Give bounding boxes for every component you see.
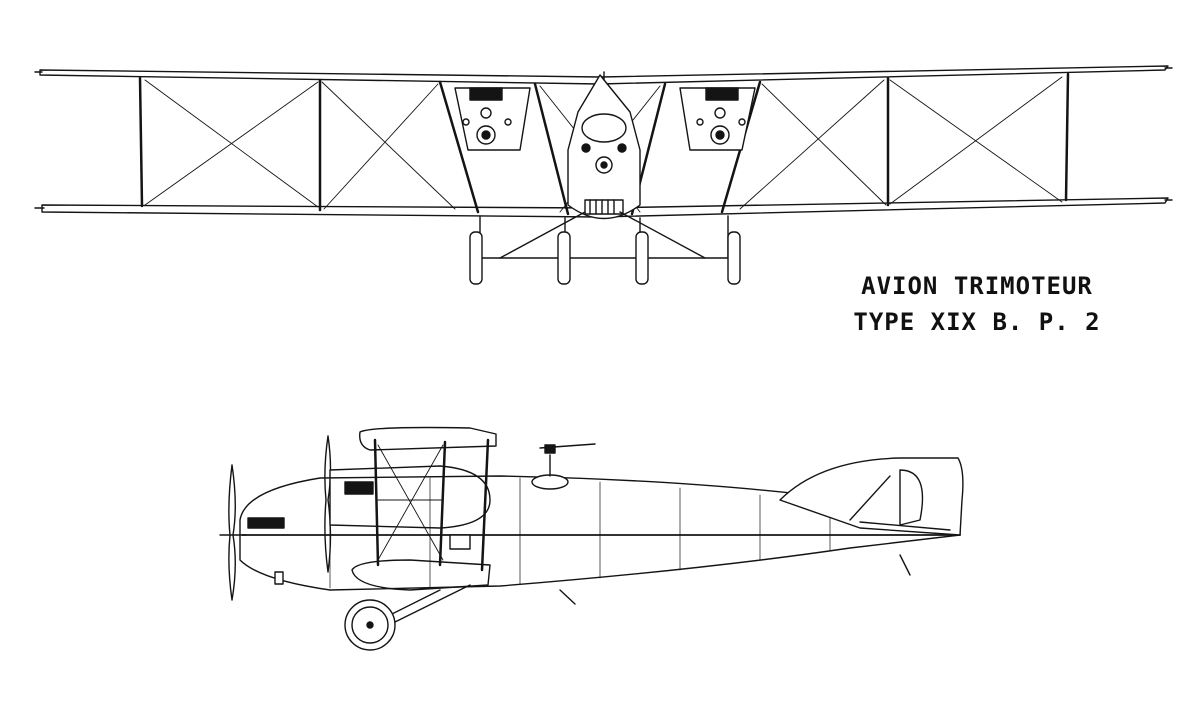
front-view (35, 66, 1172, 284)
landing-gear (470, 212, 740, 284)
center-fuselage (568, 72, 640, 219)
lower-wing-section (352, 560, 490, 590)
upper-wing-section (360, 428, 496, 451)
side-struts (375, 440, 488, 570)
side-view (220, 428, 963, 651)
right-engine-nacelle (680, 88, 755, 150)
side-engine-nacelle (330, 466, 490, 528)
side-landing-gear (345, 585, 575, 650)
drawing-title-line-1: AVION TRIMOTEUR (861, 272, 1093, 300)
left-engine-nacelle (455, 88, 530, 150)
gunner-position (532, 444, 595, 489)
nose-propeller (220, 465, 246, 600)
drawing-title-line-2: TYPE XIX B. P. 2 (853, 308, 1101, 336)
